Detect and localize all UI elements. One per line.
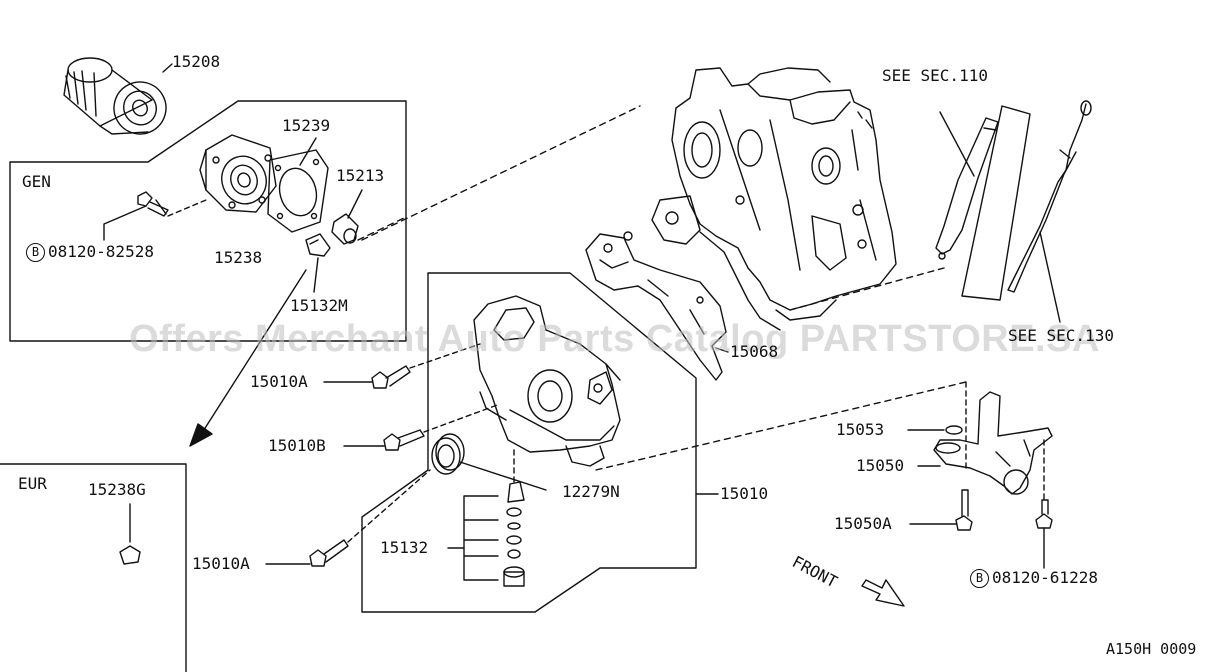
eur-region-frame (0, 463, 187, 672)
bolt-number: 08120-82528 (48, 242, 154, 261)
oil-filter-15208 (63, 57, 167, 135)
part-label-15132[interactable]: 15132 (380, 538, 429, 557)
part-label-15213[interactable]: 15213 (336, 166, 385, 185)
filter-bracket-15238 (199, 134, 277, 213)
connector-15213 (331, 213, 359, 245)
section-ref-130[interactable]: SEE SEC.130 (1008, 326, 1114, 345)
part-label-15238[interactable]: 15238 (214, 248, 263, 267)
part-label-15050[interactable]: 15050 (856, 456, 905, 475)
oil-strainer-15050 (933, 391, 1053, 495)
part-label-15010B[interactable]: 15010B (268, 436, 326, 455)
bolt-15010A-bottom (309, 539, 349, 567)
part-label-15010A-top[interactable]: 15010A (250, 372, 308, 391)
bolt-15010B (383, 429, 425, 451)
bolt-15010A-top (371, 365, 411, 389)
bolt-b-icon: B (970, 569, 989, 588)
part-label-15050A[interactable]: 15050A (834, 514, 892, 533)
front-arrow (861, 579, 905, 607)
part-label-15239[interactable]: 15239 (282, 116, 331, 135)
part-label-12279N[interactable]: 12279N (562, 482, 620, 501)
oil-seal-12279N (431, 433, 465, 475)
part-label-15068[interactable]: 15068 (730, 342, 779, 361)
engine-block (651, 67, 897, 331)
oil-pump-body-15010 (473, 295, 621, 467)
dipstick (961, 100, 1092, 301)
o-ring-15053 (945, 425, 963, 435)
relief-valve-stack-15132 (503, 481, 525, 587)
part-label-15053[interactable]: 15053 (836, 420, 885, 439)
bolt-08120-82528 (137, 191, 169, 217)
bolt-08120-61228 (1035, 499, 1053, 529)
relief-valve-15132M (305, 233, 331, 257)
bolt-number: 08120-61228 (992, 568, 1098, 587)
bolt-b-icon: B (26, 243, 45, 262)
part-label-15132M[interactable]: 15132M (290, 296, 348, 315)
gen-region-frame (9, 100, 407, 342)
part-label-15010[interactable]: 15010 (720, 484, 769, 503)
part-label-15238G[interactable]: 15238G (88, 480, 146, 499)
part-label-15208[interactable]: 15208 (172, 52, 221, 71)
gasket-15239 (267, 149, 329, 233)
region-label-gen: GEN (22, 172, 51, 191)
plug-15238G (119, 545, 141, 565)
front-cover-gasket-15068 (585, 231, 727, 381)
section-ref-110[interactable]: SEE SEC.110 (882, 66, 988, 85)
region-label-eur: EUR (18, 474, 47, 493)
part-label-15010A-bottom[interactable]: 15010A (192, 554, 250, 573)
oil-pump-frame (361, 272, 697, 613)
dipstick-guide (935, 117, 999, 260)
diagram-code: A150H 0009 (1106, 640, 1197, 658)
bolt-15050A (955, 489, 973, 531)
